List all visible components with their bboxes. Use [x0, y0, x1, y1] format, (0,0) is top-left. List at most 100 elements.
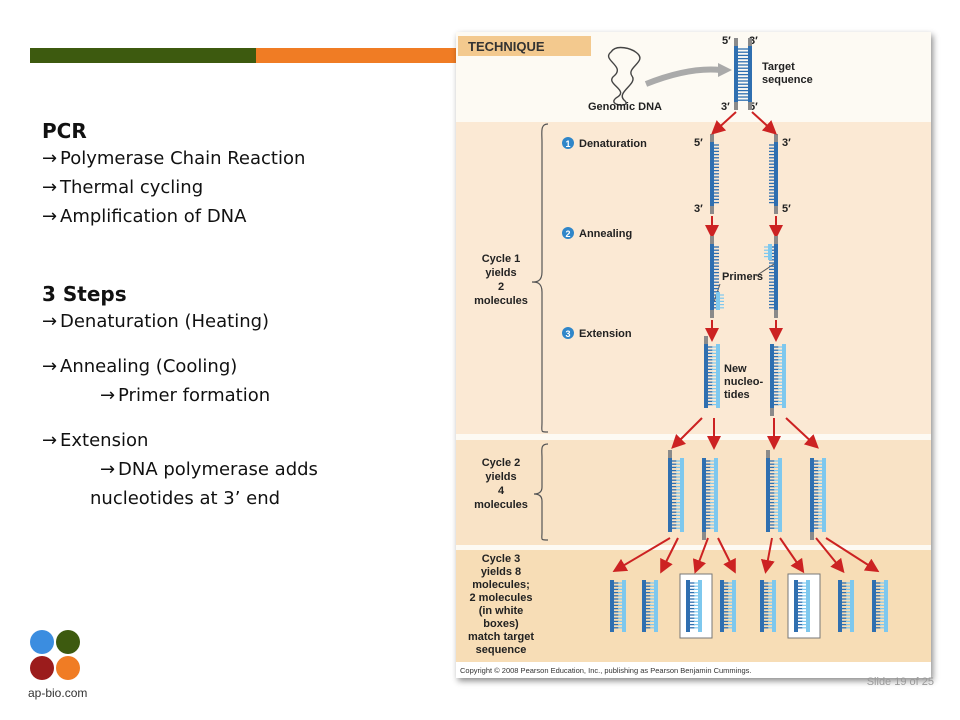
dna-flank [734, 38, 738, 46]
step-annealing-sub: →Primer formation [42, 381, 442, 410]
svg-text:3: 3 [565, 329, 570, 339]
svg-text:yields: yields [485, 267, 516, 279]
bullet-item: →Polymerase Chain Reaction [42, 144, 442, 173]
dna-strands [610, 38, 888, 639]
dna-flank [668, 450, 672, 458]
pcr-technique-figure: TECHNIQUE Genomic DNA Cycle 1 yields 2 m… [456, 32, 931, 678]
dna-flank [774, 310, 778, 318]
step-annealing: →Annealing (Cooling) [42, 352, 442, 381]
copyright-text: Copyright © 2008 Pearson Education, Inc.… [460, 666, 752, 675]
dna-flank [748, 102, 752, 110]
cycle2-brace [533, 443, 549, 541]
svg-text:5′: 5′ [749, 101, 758, 113]
step-denaturation-label: Denaturation [579, 138, 647, 150]
red-arrow [711, 111, 737, 135]
step-extension: →Extension [42, 426, 442, 455]
dna-flank [770, 408, 774, 416]
logo-circle-green [56, 630, 80, 654]
dna-flank [702, 532, 706, 540]
svg-text:boxes): boxes) [483, 618, 519, 630]
svg-text:3′: 3′ [721, 101, 730, 113]
genomic-dna-label: Genomic DNA [588, 101, 662, 113]
dna-flank [710, 310, 714, 318]
red-arrow [671, 417, 703, 449]
new-strand [778, 458, 782, 532]
arrow-icon: → [100, 459, 116, 480]
dna-flank [748, 38, 752, 46]
bullet-item: →Thermal cycling [42, 173, 442, 202]
red-arrow [660, 537, 679, 574]
svg-text:3′: 3′ [749, 35, 758, 47]
svg-text:2: 2 [565, 229, 570, 239]
svg-text:3′: 3′ [782, 137, 791, 149]
svg-text:nucleo-: nucleo- [724, 376, 763, 388]
red-arrow [717, 537, 736, 574]
technique-label: TECHNIQUE [468, 39, 545, 54]
step3-badge [562, 327, 574, 339]
red-arrow [815, 537, 845, 574]
target-label: Target [762, 61, 795, 73]
cycle3-label: Cycle 3 [482, 553, 521, 565]
svg-text:sequence: sequence [762, 74, 813, 86]
dna-flank [704, 336, 708, 344]
technique-tab [458, 36, 591, 56]
logo-circle-blue [30, 630, 54, 654]
svg-text:3′: 3′ [694, 203, 703, 215]
cycle2-panel [456, 440, 931, 545]
arrow-icon: → [42, 206, 58, 227]
primers-label: Primers [722, 271, 763, 283]
dna-flank [774, 206, 778, 214]
arrow-icon: → [42, 356, 58, 377]
cycle1-label: Cycle 1 [482, 253, 521, 265]
new-strand [680, 458, 684, 532]
logo-circle-red [30, 656, 54, 680]
svg-text:yields: yields [485, 471, 516, 483]
svg-text:5′: 5′ [694, 137, 703, 149]
new-strand [714, 458, 718, 532]
cycle1-panel [456, 122, 931, 434]
ap-bio-logo [30, 630, 80, 680]
red-arrow [692, 537, 709, 574]
svg-text:4: 4 [498, 485, 505, 497]
new-strand [822, 458, 826, 532]
steps-heading: 3 Steps [42, 282, 127, 306]
svg-text:2 molecules: 2 molecules [470, 592, 533, 604]
dna-flank [710, 134, 714, 142]
dna-strand [710, 244, 714, 310]
svg-text:molecules: molecules [474, 295, 528, 307]
red-arrow [825, 537, 880, 573]
svg-text:5′: 5′ [722, 35, 731, 47]
title-bar-orange [256, 48, 458, 63]
svg-text:2: 2 [498, 281, 504, 293]
bullet-item: →Amplification of DNA [42, 202, 442, 231]
step-extension-sub: →DNA polymerase adds [42, 455, 442, 484]
svg-text:sequence: sequence [476, 644, 527, 656]
svg-text:(in white: (in white [479, 605, 524, 617]
cycle1-brace [531, 123, 549, 433]
red-arrow [779, 537, 805, 574]
svg-text:tides: tides [724, 389, 750, 401]
slide-number: Slide 19 of 25 [866, 676, 934, 688]
dna-flank [710, 206, 714, 214]
arrow-icon: → [42, 311, 58, 332]
step-denaturation: →Denaturation (Heating) [42, 307, 442, 336]
red-arrow [760, 537, 775, 574]
title-bar-green [30, 48, 256, 63]
red-arrow [612, 537, 671, 573]
step2-badge [562, 227, 574, 239]
dna-strand [810, 458, 814, 532]
svg-text:match target: match target [468, 631, 534, 643]
dna-flank [766, 450, 770, 458]
new-strand [768, 244, 772, 260]
arrow-icon: → [42, 148, 58, 169]
logo-text: ap-bio.com [28, 686, 88, 700]
dna-strand [702, 458, 706, 532]
dna-flank [774, 134, 778, 142]
slide-text-panel: PCR →Polymerase Chain Reaction →Thermal … [42, 118, 442, 513]
pcr-heading: PCR [42, 119, 87, 143]
step-extension-sub-cont: nucleotides at 3’ end [90, 488, 281, 509]
arrow-icon: → [100, 385, 116, 406]
dna-flank [810, 532, 814, 540]
arrow-icon: → [42, 177, 58, 198]
zoom-arrow-icon [644, 66, 722, 87]
